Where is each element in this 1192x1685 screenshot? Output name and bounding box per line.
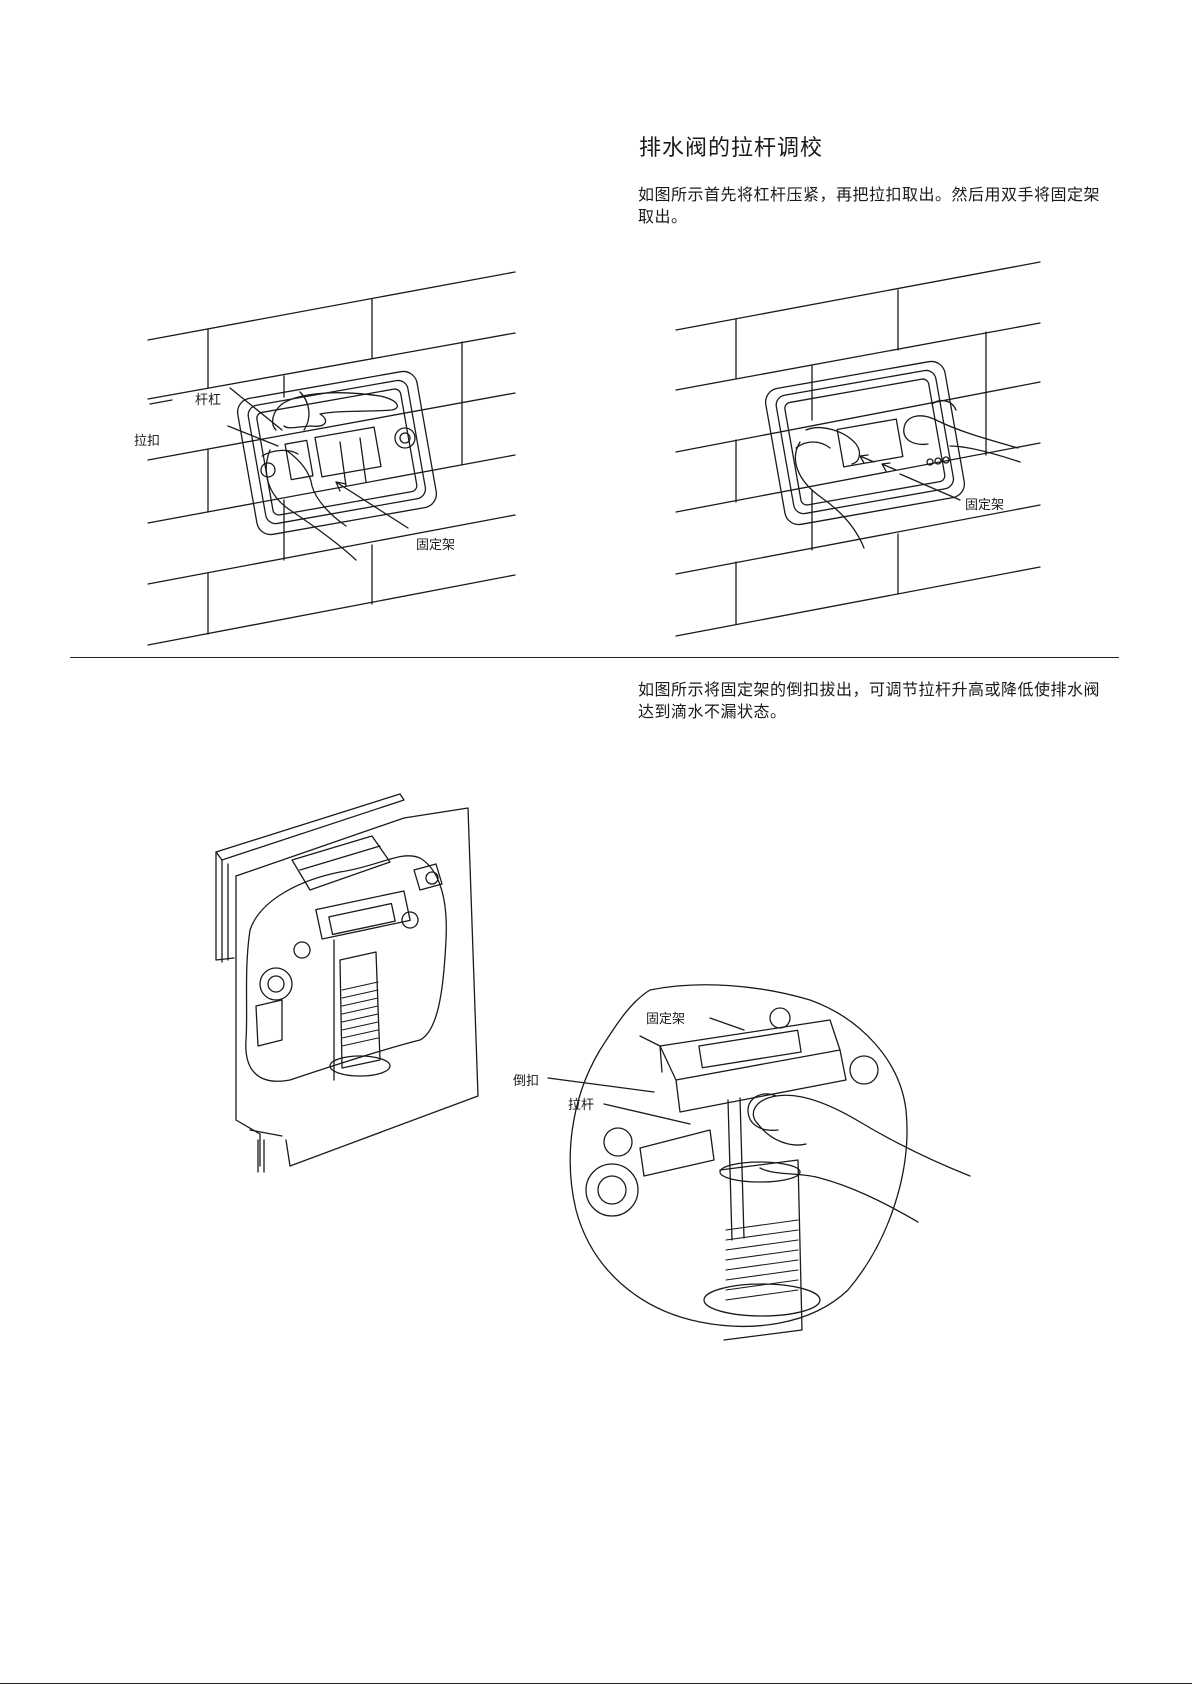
callout-lever: 杆杠: [195, 389, 221, 408]
step1-instruction: 如图所示首先将杠杆压紧，再把拉扣取出。然后用双手将固定架取出。: [638, 184, 1108, 228]
callout-bracket: 固定架: [646, 1008, 685, 1027]
callout-bracket-left: 固定架: [416, 534, 455, 553]
callout-bracket-right: 固定架: [965, 494, 1004, 513]
figure-lever-press: [148, 272, 515, 645]
section-divider: [70, 657, 1119, 658]
step2-instruction: 如图所示将固定架的倒扣拔出，可调节拉杆升高或降低使排水阀达到滴水不漏状态。: [638, 679, 1108, 723]
callout-pull-buckle: 拉扣: [134, 430, 160, 449]
callout-reverse-buckle: 倒扣: [513, 1070, 539, 1089]
figure-cistern-cutaway: [216, 794, 478, 1172]
figure-bracket-removal: [676, 262, 1040, 636]
callout-pull-rod: 拉杆: [568, 1094, 594, 1113]
section-title: 排水阀的拉杆调校: [639, 130, 823, 162]
figure-detail-zoom: [548, 985, 970, 1340]
page-bottom-rule: [0, 1683, 1192, 1684]
